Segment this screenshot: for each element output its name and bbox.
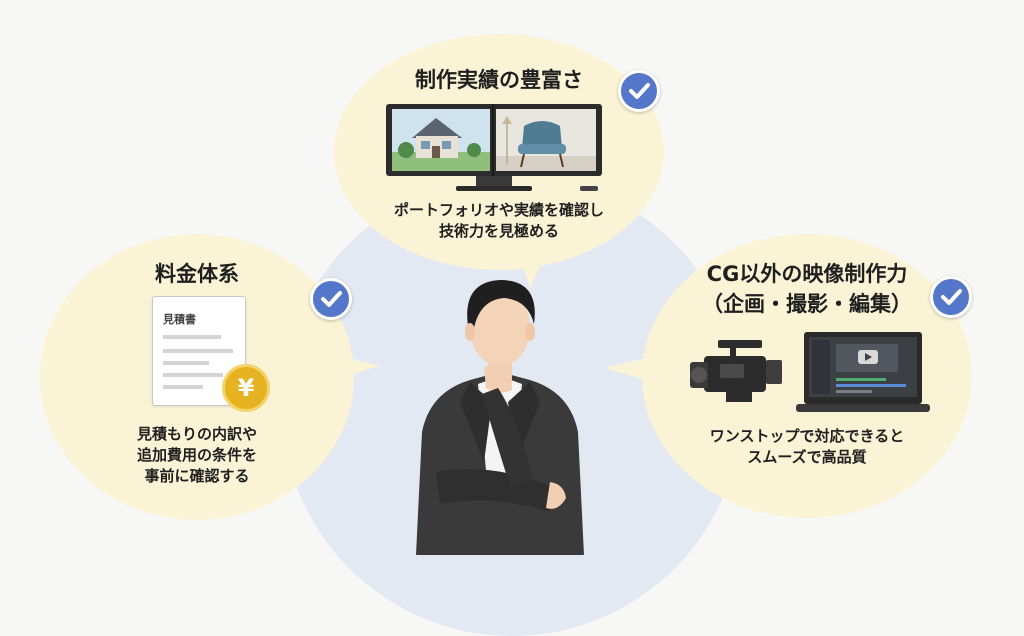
left-desc-line1: 見積もりの内訳や	[136, 425, 257, 443]
top-desc-line1: ポートフォリオや実績を確認し	[393, 201, 604, 219]
right-desc-line1: ワンストップで対応できると	[709, 427, 905, 445]
house-icon	[392, 118, 490, 171]
top-title: 制作実績の豊富さ	[415, 68, 583, 92]
thinking-person-illustration	[416, 280, 584, 555]
laptop-icon	[796, 332, 930, 412]
document-label: 見積書	[163, 313, 196, 326]
play-icon	[858, 350, 878, 364]
right-title-line2: （企画・撮影・編集）	[702, 292, 912, 316]
left-title: 料金体系	[155, 262, 239, 286]
right-desc-line2: スムーズで高品質	[747, 448, 867, 466]
monitor-icon	[386, 104, 602, 191]
left-desc-line2: 追加費用の条件を	[136, 446, 257, 464]
right-bubble-tail	[604, 358, 646, 380]
chair-icon	[496, 116, 596, 171]
top-bubble-tail	[520, 258, 544, 288]
right-title-line1: CG以外の映像制作力	[706, 262, 908, 286]
right-check-icon	[930, 276, 972, 318]
left-bubble-tail	[340, 356, 380, 378]
left-check-icon	[310, 278, 352, 320]
top-desc-line2: 技術力を見極める	[438, 222, 559, 240]
yen-symbol: ¥	[237, 374, 255, 402]
left-desc-line3: 事前に確認する	[144, 467, 250, 485]
video-camera-icon	[690, 340, 782, 402]
top-check-icon	[618, 70, 660, 112]
yen-coin-icon: ¥	[222, 364, 270, 412]
